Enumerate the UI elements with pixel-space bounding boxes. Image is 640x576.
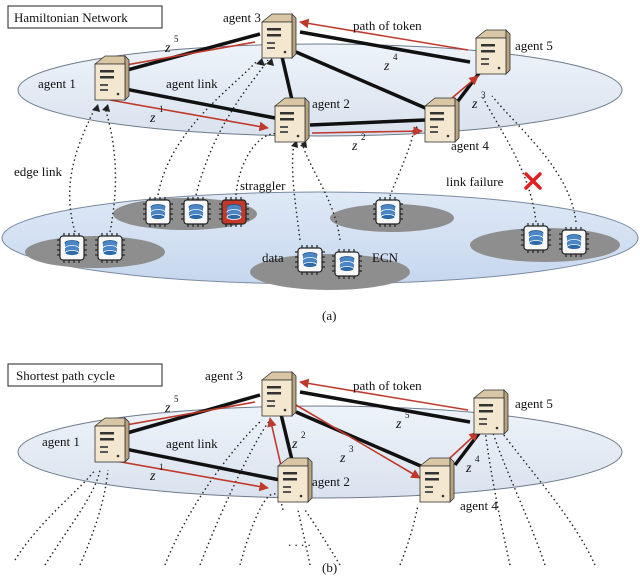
- panel-b-caption: (b): [322, 560, 337, 575]
- edge-device-icon[interactable]: [294, 244, 326, 276]
- data-label: data: [262, 250, 284, 265]
- svg-text:z: z: [395, 417, 402, 432]
- path-of-token-label: path of token: [353, 18, 422, 33]
- z5-b-left-label: z 5: [164, 394, 179, 416]
- edge-device-icon[interactable]: [372, 196, 404, 228]
- path-of-token-b-label: path of token: [353, 378, 422, 393]
- svg-text:4: 4: [475, 454, 480, 464]
- agent-3-server-icon[interactable]: [261, 13, 297, 59]
- svg-text:1: 1: [159, 462, 164, 472]
- svg-text:z: z: [149, 469, 156, 484]
- svg-text:1: 1: [159, 104, 164, 114]
- agent-5-b-server-icon[interactable]: [473, 389, 509, 435]
- edge-link-label: edge link: [14, 164, 63, 179]
- agent-4-b-server-icon[interactable]: [419, 457, 455, 503]
- svg-text:5: 5: [405, 410, 410, 420]
- agent-3-b-server-icon[interactable]: [261, 371, 297, 417]
- link-failure-icon: [524, 172, 542, 190]
- agent-5-label: agent 5: [515, 38, 553, 53]
- svg-text:z: z: [465, 461, 472, 476]
- z1-b-label: z 1: [149, 462, 164, 484]
- agent-2-b-label: agent 2: [312, 474, 350, 489]
- svg-text:z: z: [164, 41, 171, 56]
- svg-text:3: 3: [349, 444, 354, 454]
- token-path: [109, 18, 479, 136]
- agent-plane: [17, 43, 623, 137]
- edge-device-icon[interactable]: [56, 232, 88, 264]
- z1-label: z 1: [149, 104, 164, 126]
- z4-b-label: z 4: [465, 454, 480, 476]
- agent-4-server-icon[interactable]: [424, 97, 460, 143]
- panel-a-caption: (a): [322, 308, 336, 323]
- agent-1-server-icon[interactable]: [94, 55, 130, 101]
- agent-1-b-label: agent 1: [42, 434, 80, 449]
- panel-a-title: Hamiltonian Network: [14, 10, 128, 25]
- edge-device-icon[interactable]: [142, 196, 174, 228]
- svg-text:z: z: [291, 437, 298, 452]
- agent-link-b-label: agent link: [166, 436, 218, 451]
- agent-link-label: agent link: [166, 76, 218, 91]
- svg-text:z: z: [471, 97, 478, 112]
- cluster-4: [250, 254, 410, 290]
- svg-text:z: z: [339, 451, 346, 466]
- svg-text:z: z: [164, 401, 171, 416]
- svg-text:2: 2: [361, 132, 366, 142]
- agent-4-b-label: agent 4: [460, 498, 498, 513]
- agent-1-label: agent 1: [38, 76, 76, 91]
- agent-3-label: agent 3: [223, 10, 261, 25]
- ecn-label: ECN: [372, 250, 399, 265]
- agent-1-b-server-icon[interactable]: [94, 417, 130, 463]
- svg-text:2: 2: [301, 430, 306, 440]
- panel-b-title-box: [7, 363, 163, 387]
- agent-5-server-icon[interactable]: [475, 29, 511, 75]
- edge-links-b: [14, 419, 596, 566]
- z3-b-label: z 3: [339, 444, 354, 466]
- svg-text:4: 4: [393, 52, 398, 62]
- z5-b-label: z 5: [395, 410, 410, 432]
- straggler-device-icon[interactable]: [218, 196, 250, 228]
- edge-device-icon[interactable]: [558, 226, 590, 258]
- z3-label: z 3: [471, 90, 486, 112]
- agent-2-label: agent 2: [312, 96, 350, 111]
- z4-label: z 4: [383, 52, 398, 74]
- z5-label: z 5: [164, 34, 179, 56]
- svg-text:z: z: [149, 111, 156, 126]
- z2-label: z 2: [351, 132, 366, 154]
- panel-b-title: Shortest path cycle: [16, 368, 115, 383]
- svg-text:5: 5: [174, 394, 179, 404]
- svg-text:5: 5: [174, 34, 179, 44]
- agent-2-b-server-icon[interactable]: [277, 457, 313, 503]
- token-path-b: [109, 378, 479, 492]
- z2-b-label: z 2: [291, 430, 306, 452]
- agent-plane-b: [17, 405, 623, 499]
- panel-a: Hamiltonian Network agent 1 agent 2 agen…: [1, 5, 639, 323]
- straggler-label: straggler: [240, 178, 286, 193]
- edge-device-icon[interactable]: [180, 196, 212, 228]
- edge-links: [68, 59, 577, 241]
- edge-device-icon[interactable]: [94, 232, 126, 264]
- edge-device-icon[interactable]: [331, 248, 363, 280]
- panel-b: Shortest path cycle agent 1 agent 2 agen…: [7, 363, 623, 575]
- edge-device-icon[interactable]: [520, 222, 552, 254]
- cluster-1: [25, 236, 165, 268]
- svg-text:z: z: [383, 59, 390, 74]
- link-failure-label: link failure: [446, 174, 504, 189]
- agent-5-b-label: agent 5: [515, 396, 553, 411]
- svg-text:3: 3: [481, 90, 486, 100]
- agent-4-label: agent 4: [451, 138, 489, 153]
- agent-3-b-label: agent 3: [205, 368, 243, 383]
- ellipsis-label: . . . .: [288, 534, 311, 549]
- panel-a-title-box: [7, 5, 163, 29]
- agent-2-server-icon[interactable]: [274, 97, 310, 143]
- svg-text:z: z: [351, 139, 358, 154]
